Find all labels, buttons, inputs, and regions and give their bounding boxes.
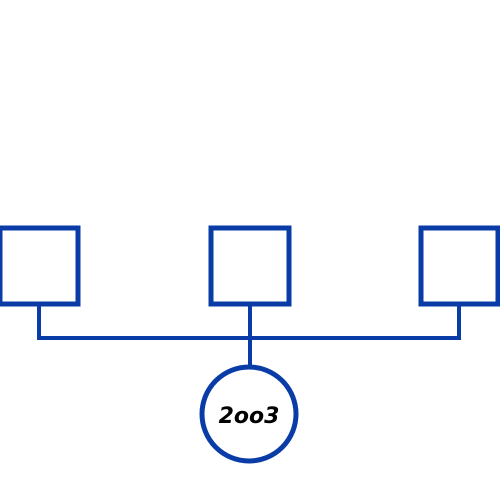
input-node-2: [208, 225, 292, 307]
voting-logic-circle: [199, 364, 299, 464]
input-node-3: [418, 225, 500, 307]
voting-logic-label: 2oo3: [219, 404, 280, 429]
input-node-1: [0, 225, 81, 307]
